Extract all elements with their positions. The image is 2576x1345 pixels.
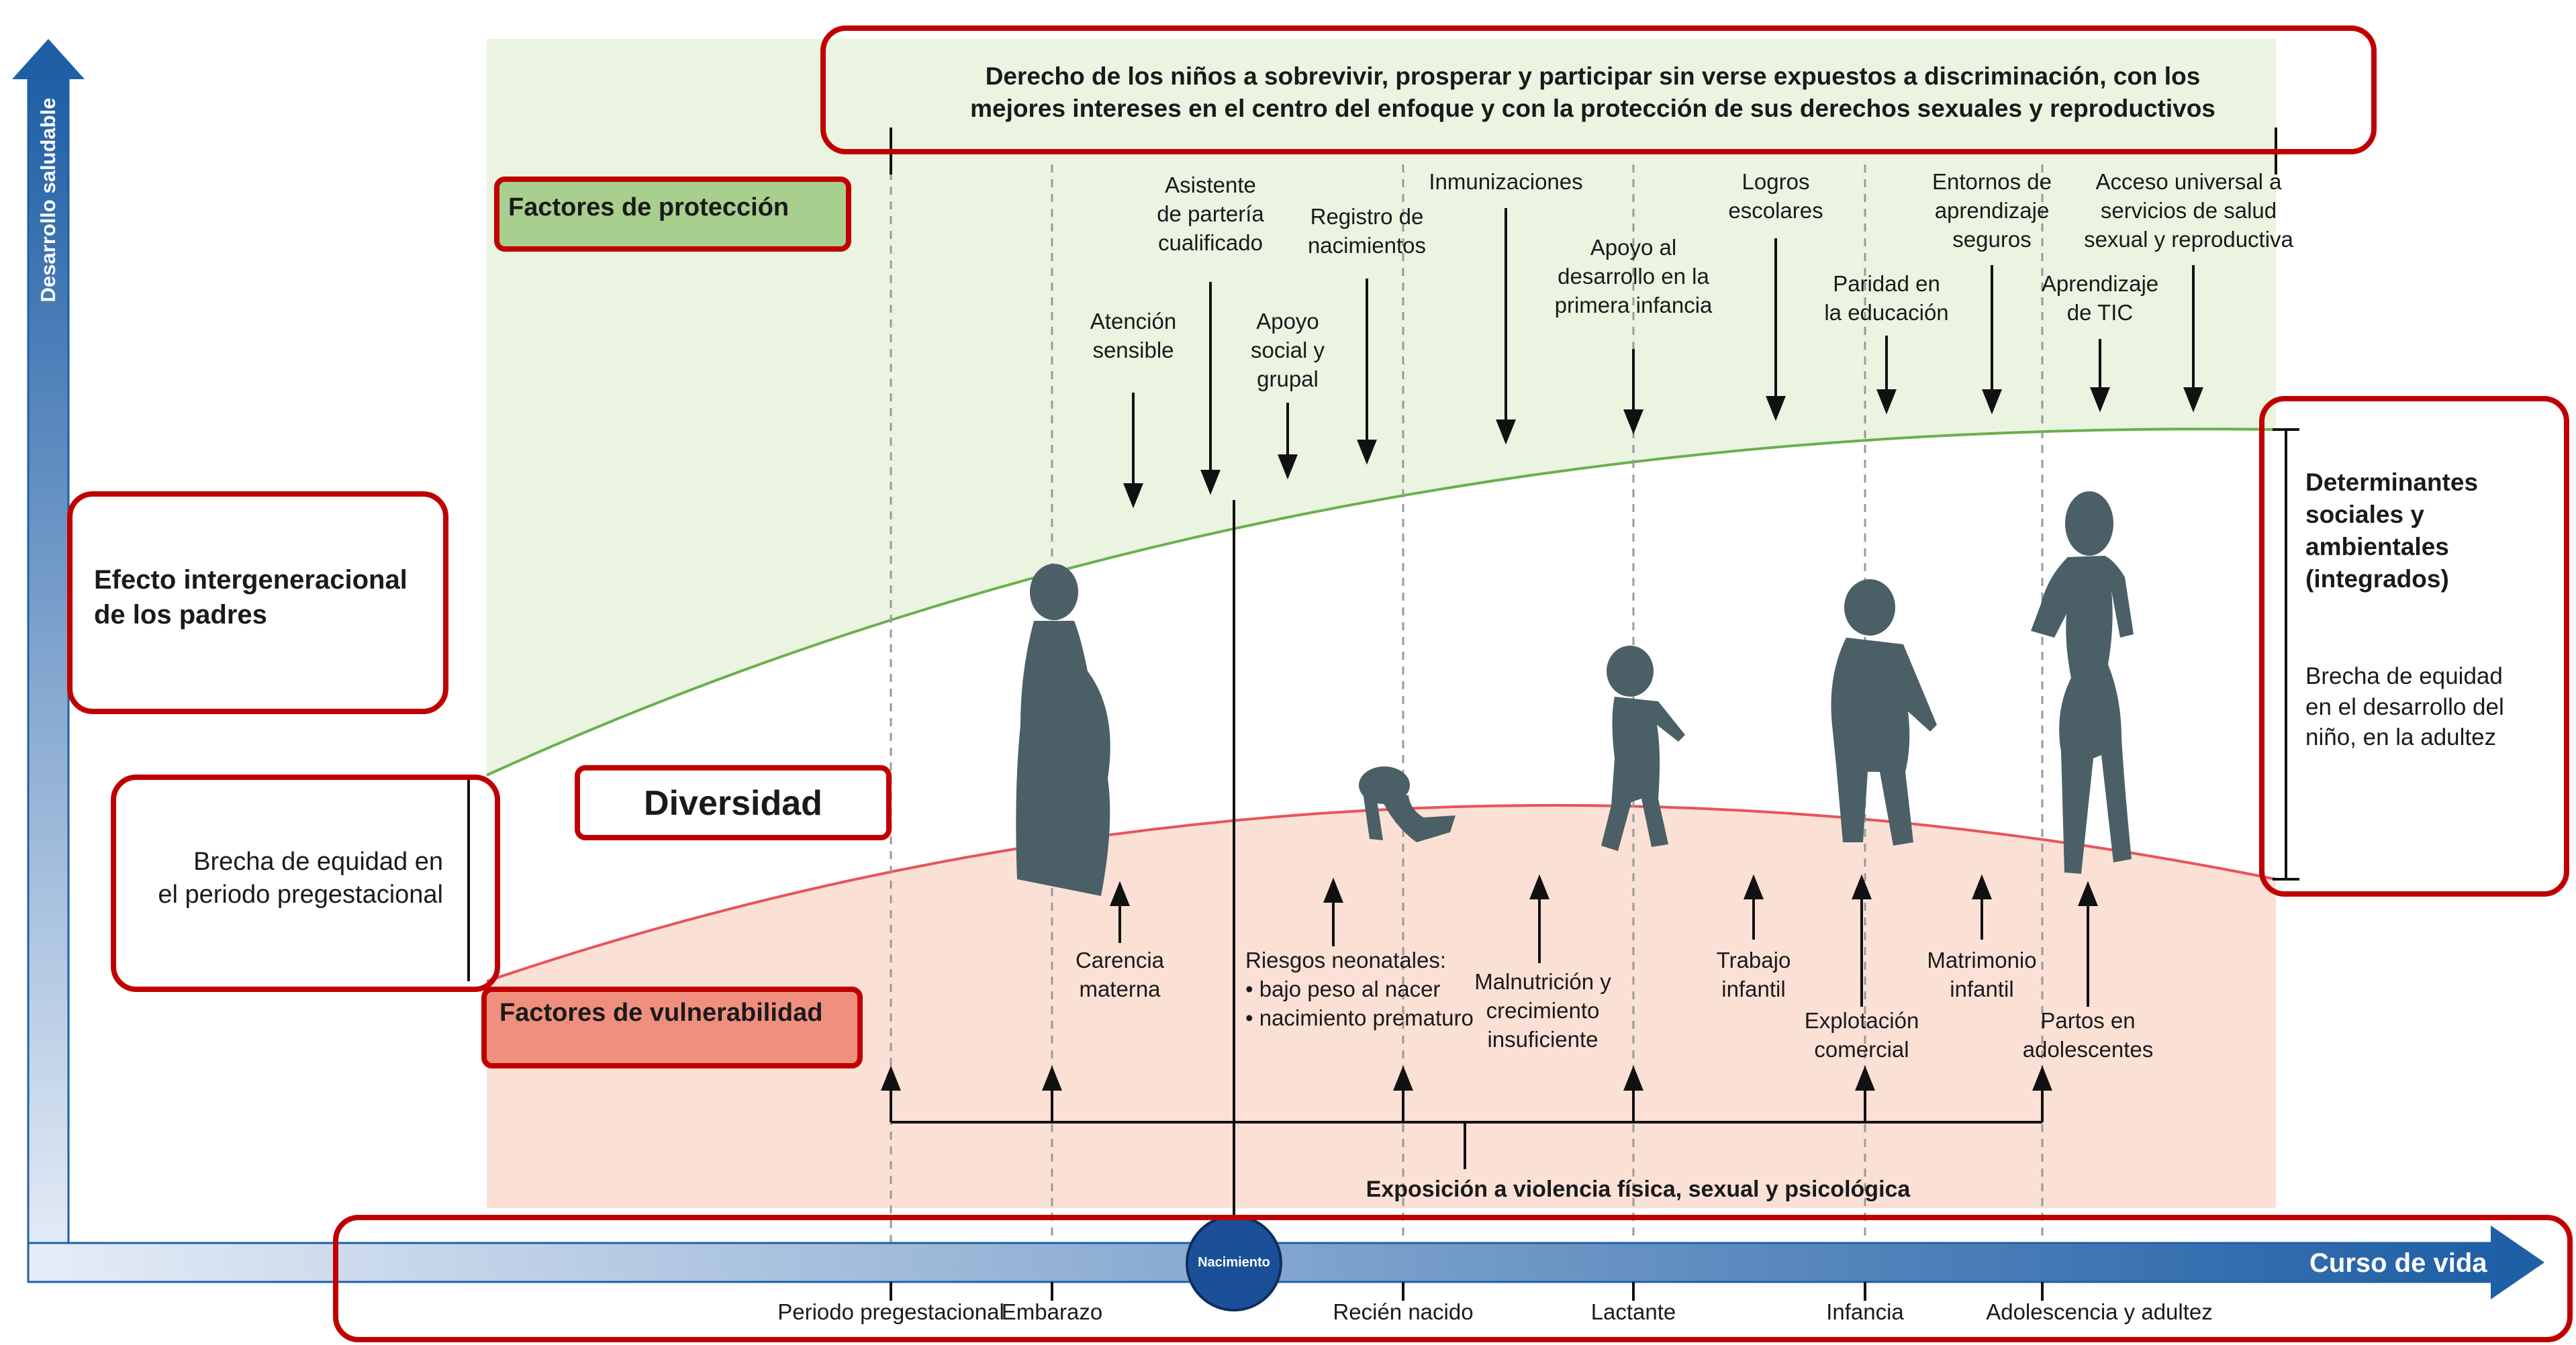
risk-trabajo-infantil: Trabajo infantil [1716, 948, 1791, 1001]
preconception-box [111, 775, 500, 992]
vulnerability-label: Factores de vulnerabilidad [499, 999, 823, 1027]
stage-recien-nacido: Recién nacido [1333, 1299, 1474, 1324]
vulnerability-label-box [481, 987, 863, 1068]
determinants-box [2259, 396, 2569, 897]
intergenerational-box [67, 491, 448, 714]
factor-entornos-aprendizaje: Entornos de aprendizaje seguros [1932, 169, 2052, 252]
stage-adolescencia-adultez: Adolescencia y adultez [1986, 1299, 2213, 1324]
risk-matrimonio-infantil: Matrimonio infantil [1927, 948, 2037, 1001]
risk-partos-adolescentes: Partos en adolescentes [2022, 1008, 2154, 1062]
development-band [487, 429, 2276, 981]
y-axis-label: Desarrollo saludable [36, 97, 60, 303]
diversity-label: Diversidad [644, 784, 822, 823]
adolescent-silhouette [2031, 491, 2134, 874]
toddler-silhouette [1601, 646, 1685, 851]
factor-inmunizaciones: Inmunizaciones [1429, 169, 1583, 194]
vulnerability-zone [487, 805, 2276, 1208]
life-course-highlight [333, 1215, 2573, 1342]
risk-explotacion-comercial: Explotación comercial [1804, 1008, 1919, 1062]
factor-apoyo-desarrollo: Apoyo al desarrollo en la primera infanc… [1554, 235, 1713, 317]
factor-paridad-educacion: Paridad en la educación [1824, 271, 1949, 325]
stage-lactante: Lactante [1590, 1299, 1676, 1324]
equity-gap-text: Brecha de equidad en el desarrollo del n… [2305, 663, 2504, 750]
x-axis-label: Curso de vida [2309, 1248, 2487, 1278]
protection-curve [486, 428, 2277, 777]
protection-arrows [1123, 208, 2203, 509]
factor-aprendizaje-tic: Aprendizaje de TIC [2041, 271, 2159, 325]
risk-riesgos-neonatales: Riesgos neonatales: • bajo peso al nacer… [1245, 948, 1474, 1030]
y-axis [12, 39, 85, 1263]
stage-periodo-pregestacional: Periodo pregestacional [777, 1299, 1004, 1324]
risk-carencia-materna: Carencia materna [1075, 948, 1165, 1001]
violence-bracket [881, 1065, 2052, 1169]
protection-label-box [494, 177, 851, 252]
risk-malnutricion: Malnutrición y crecimiento insuficiente [1474, 969, 1611, 1052]
factor-asistente-parteria: Asistente de partería cualificado [1157, 172, 1264, 255]
stage-infancia: Infancia [1826, 1299, 1904, 1324]
diversity-box [575, 765, 892, 840]
header-highlight [820, 26, 2377, 154]
vulnerability-curve [486, 803, 2277, 983]
header-text: Derecho de los niños a sobrevivir, prosp… [970, 62, 2215, 123]
silhouettes [1016, 491, 2134, 896]
child-silhouette [1831, 579, 1937, 846]
factor-atencion-sensible: Atención sensible [1090, 309, 1177, 362]
factor-apoyo-social: Apoyo social y grupal [1250, 309, 1325, 391]
factor-logros-escolares: Logros escolares [1728, 169, 1823, 223]
birth-label: Nacimiento [1198, 1255, 1270, 1270]
protection-label: Factores de protección [508, 193, 790, 221]
vulnerability-arrows [1110, 874, 2098, 1007]
factor-registro-nacimientos: Registro de nacimientos [1307, 204, 1427, 258]
pregnant-woman-silhouette [1016, 564, 1110, 896]
intergenerational-text: Efecto intergeneracional de los padres [94, 565, 408, 630]
violence-label: Exposición a violencia física, sexual y … [1366, 1177, 1911, 1202]
stage-embarazo: Embarazo [1001, 1299, 1103, 1324]
determinants-text: Determinantes sociales y ambientales (in… [2305, 468, 2479, 593]
factor-acceso-universal: Acceso universal a servicios de salud se… [2084, 169, 2293, 252]
baby-silhouette [1359, 766, 1456, 842]
preconception-text: Brecha de equidad en el periodo pregesta… [158, 848, 443, 909]
